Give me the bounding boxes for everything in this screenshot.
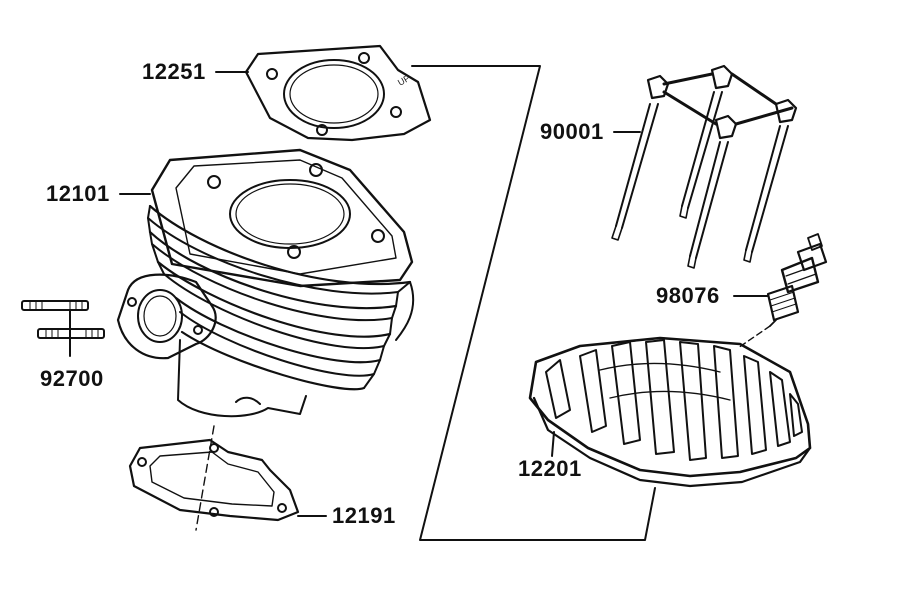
part-number-12251: 12251 (142, 59, 206, 84)
part-number-92700: 92700 (40, 366, 104, 391)
part-number-12101: 12101 (46, 181, 110, 206)
base-gasket (128, 425, 300, 531)
head-gasket: UP (244, 44, 432, 142)
part-number-90001: 90001 (540, 119, 604, 144)
spark-plug (766, 233, 828, 327)
leader-12201 (551, 431, 555, 457)
plug-guide (737, 325, 771, 349)
head-bolts (611, 64, 798, 269)
part-number-98076: 98076 (656, 283, 720, 308)
part-number-12201: 12201 (518, 456, 582, 481)
group-bracket (411, 65, 656, 541)
cylinder (116, 148, 415, 418)
cylinder-head (528, 336, 812, 488)
gasket-stamp: UP (396, 73, 412, 88)
part-number-12191: 12191 (332, 503, 396, 528)
studs (21, 300, 105, 339)
